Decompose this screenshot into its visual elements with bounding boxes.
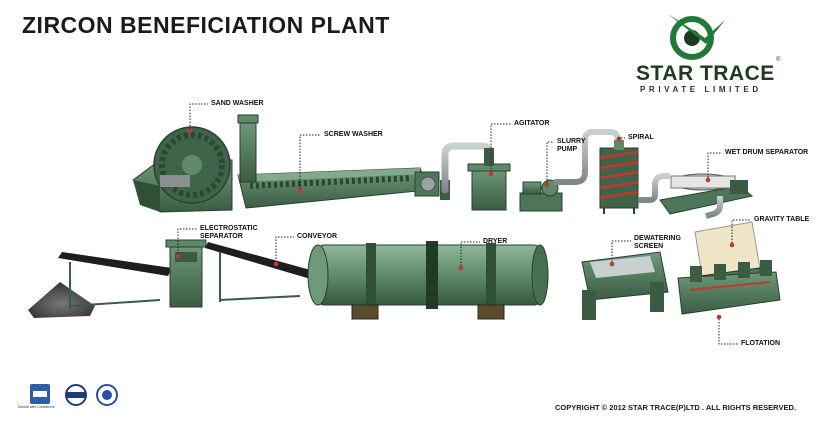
brand-name: STAR TRACE (636, 62, 775, 85)
dnb-tagline: Decide with Confidence (18, 405, 55, 409)
label-agitator: AGITATOR (514, 120, 550, 127)
label-dewatering-screen: DEWATERING SCREEN (634, 235, 681, 250)
label-slurry-pump: SLURRY PUMP (557, 138, 586, 153)
leader-flotation (718, 319, 738, 345)
copyright-notice: COPYRIGHT © 2012 STAR TRACE(P)LTD . ALL … (555, 403, 796, 412)
leader-screw-washer (299, 134, 321, 189)
product-pile (28, 282, 95, 318)
pipe-drum-to-table (705, 196, 723, 219)
pipe-spiral-to-drum (638, 173, 670, 203)
leader-lines (177, 103, 751, 345)
dryer (307, 241, 549, 320)
brand-registered-mark: ® (776, 57, 781, 63)
label-electrostatic-separator: ELECTROSTATIC SEPARATOR (200, 225, 258, 240)
gravity-table-marker (729, 242, 735, 248)
label-dryer: DRYER (483, 238, 508, 245)
sand-washer-marker (187, 128, 193, 134)
agitator-marker (488, 171, 494, 177)
star-trace-swoosh-logo (668, 14, 725, 60)
wet-drum-separator (659, 173, 754, 215)
sand-washer (132, 126, 233, 213)
leader-sand-washer (189, 103, 208, 129)
dewatering-screen-marker (609, 261, 615, 267)
leader-spiral (618, 137, 625, 139)
discharge-conveyor (58, 252, 172, 308)
wet-drum-separator-marker (705, 177, 711, 183)
agitator (467, 148, 511, 211)
brand-tagline: PRIVATE LIMITED (640, 85, 762, 94)
label-flotation: FLOTATION (741, 340, 781, 347)
screw-washer (237, 114, 450, 209)
dewatering-screen (581, 251, 669, 320)
electrostatic-separator (165, 239, 207, 308)
label-screw-washer: SCREW WASHER (324, 131, 383, 138)
label-gravity-table: GRAVITY TABLE (754, 216, 810, 223)
leader-wet-drum (707, 152, 722, 178)
page-title: ZIRCON BENEFICIATION PLANT (22, 12, 390, 38)
label-spiral: SPIRAL (628, 134, 654, 141)
label-wet-drum-separator: WET DRUM SEPARATOR (725, 149, 809, 156)
spiral-marker (616, 136, 622, 142)
label-conveyor: CONVEYOR (297, 233, 338, 240)
tuv-badge (96, 384, 118, 406)
slurry-pump-marker (544, 182, 550, 188)
leader-slurry-pump (546, 141, 554, 183)
screw-washer-marker (297, 188, 303, 194)
pipe-pump-to-spiral (553, 129, 621, 185)
flotation-marker (716, 314, 722, 320)
conveyor-marker (273, 261, 279, 267)
electrostatic-separator-marker (175, 253, 181, 259)
flotation (677, 260, 781, 320)
leader-electrostatic (177, 228, 197, 254)
dryer-marker (458, 265, 464, 271)
leader-dewatering (611, 240, 631, 262)
leader-conveyor (275, 236, 294, 262)
dnb-badge (30, 384, 50, 404)
quality-cert-badge (65, 384, 87, 406)
spiral (599, 136, 639, 214)
label-sand-washer: SAND WASHER (211, 100, 264, 107)
conveyor (205, 242, 318, 302)
leader-agitator (490, 123, 511, 172)
leader-dryer (460, 241, 480, 266)
